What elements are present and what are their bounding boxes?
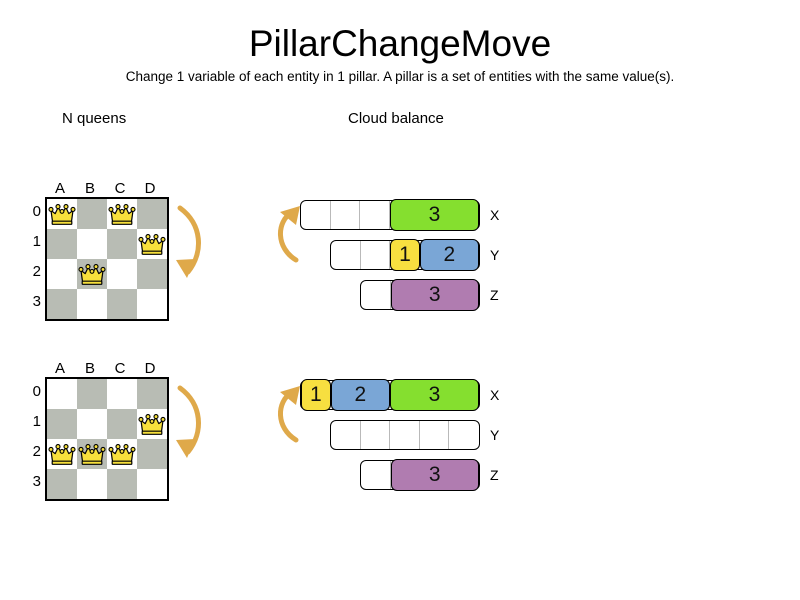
- board-cell[interactable]: [77, 409, 107, 439]
- nqueens-move-arrow-after: [168, 378, 218, 468]
- queen-icon: [48, 204, 76, 225]
- board-cell[interactable]: [107, 379, 137, 409]
- cloud-bar-empty-cell: [361, 461, 391, 489]
- board-row-header-0: 0: [32, 383, 41, 400]
- board-cell[interactable]: [47, 409, 77, 439]
- board-row-header-3: 3: [32, 473, 41, 490]
- board-cell[interactable]: [47, 229, 77, 259]
- board-cell[interactable]: [107, 289, 137, 319]
- board-cell[interactable]: [137, 259, 167, 289]
- cloud-process-block[interactable]: 1: [390, 239, 420, 271]
- board-cell[interactable]: [77, 229, 107, 259]
- queen-piece[interactable]: [107, 199, 137, 229]
- board-cell[interactable]: [107, 409, 137, 439]
- cloud-bar-label-x-before: X: [490, 207, 500, 223]
- cloud-bar-x-before[interactable]: 3: [300, 199, 480, 231]
- chessboard-after[interactable]: [45, 377, 169, 501]
- board-row-header-2: 2: [32, 443, 41, 460]
- queen-piece[interactable]: [77, 259, 107, 289]
- queen-icon: [108, 204, 136, 225]
- cloud-move-arrow-after: [270, 380, 314, 450]
- cloud-bar-empty-cell: [361, 241, 391, 269]
- cloud-bar-empty-cell: [361, 281, 391, 309]
- queen-piece[interactable]: [47, 439, 77, 469]
- board-cell[interactable]: [77, 379, 107, 409]
- cloud-process-block[interactable]: 3: [390, 199, 480, 231]
- queen-icon: [48, 444, 76, 465]
- cloud-bar-y-after[interactable]: [330, 420, 480, 450]
- board-row-header-0: 0: [32, 203, 41, 220]
- cloud-process-block[interactable]: 3: [390, 279, 479, 311]
- queen-icon: [78, 264, 106, 285]
- board-cell[interactable]: [47, 289, 77, 319]
- cloud-process-block[interactable]: 3: [390, 379, 479, 411]
- board-cell[interactable]: [137, 439, 167, 469]
- section-heading-cloud-balance: Cloud balance: [348, 110, 444, 127]
- board-cell[interactable]: [47, 469, 77, 499]
- board-column-header-c: C: [114, 180, 126, 197]
- board-column-header-b: B: [84, 360, 95, 377]
- board-cell[interactable]: [107, 259, 137, 289]
- board-cell[interactable]: [77, 289, 107, 319]
- queen-piece[interactable]: [137, 409, 167, 439]
- board-cell[interactable]: [77, 199, 107, 229]
- section-heading-nqueens: N queens: [62, 110, 127, 127]
- board-column-header-d: D: [144, 360, 156, 377]
- cloud-bar-label-y-after: Y: [490, 427, 500, 443]
- queen-icon: [138, 234, 166, 255]
- cloud-bar-label-z-before: Z: [490, 287, 499, 303]
- nqueens-move-arrow-before: [168, 198, 218, 288]
- queen-icon: [138, 414, 166, 435]
- board-cell[interactable]: [137, 469, 167, 499]
- board-column-header-c: C: [114, 360, 126, 377]
- cloud-process-block[interactable]: 2: [330, 379, 390, 411]
- cloud-process-block[interactable]: 2: [419, 239, 479, 271]
- cloud-bar-empty-cell: [331, 421, 361, 449]
- queen-piece[interactable]: [47, 199, 77, 229]
- queen-piece[interactable]: [77, 439, 107, 469]
- cloud-bar-empty-cell: [449, 421, 479, 449]
- cloud-bar-z-after[interactable]: 3: [360, 459, 480, 491]
- queen-piece[interactable]: [107, 439, 137, 469]
- queen-piece[interactable]: [137, 229, 167, 259]
- cloud-bar-empty-cell: [360, 201, 391, 229]
- board-row-header-1: 1: [32, 233, 41, 250]
- board-row-header-3: 3: [32, 293, 41, 310]
- board-cell[interactable]: [47, 259, 77, 289]
- cloud-bar-label-x-after: X: [490, 387, 500, 403]
- queen-icon: [78, 444, 106, 465]
- board-cell[interactable]: [107, 229, 137, 259]
- board-cell[interactable]: [137, 379, 167, 409]
- board-row-header-2: 2: [32, 263, 41, 280]
- board-row-header-1: 1: [32, 413, 41, 430]
- board-cell[interactable]: [137, 289, 167, 319]
- cloud-bar-empty-cell: [361, 421, 391, 449]
- cloud-bar-z-before[interactable]: 3: [360, 279, 480, 311]
- board-cell[interactable]: [47, 379, 77, 409]
- cloud-bar-empty-cell: [331, 241, 361, 269]
- board-column-header-a: A: [54, 360, 65, 377]
- board-column-header-b: B: [84, 180, 95, 197]
- cloud-bar-label-z-after: Z: [490, 467, 499, 483]
- cloud-process-block[interactable]: 3: [390, 459, 479, 491]
- cloud-move-arrow-before: [270, 200, 314, 270]
- cloud-process-block[interactable]: 1: [301, 379, 331, 411]
- board-cell[interactable]: [77, 469, 107, 499]
- board-cell[interactable]: [107, 469, 137, 499]
- queen-icon: [108, 444, 136, 465]
- cloud-bar-label-y-before: Y: [490, 247, 500, 263]
- chessboard-before[interactable]: [45, 197, 169, 321]
- board-column-header-a: A: [54, 180, 65, 197]
- cloud-bar-empty-cell: [420, 421, 450, 449]
- cloud-bar-empty-cell: [301, 201, 331, 229]
- board-cell[interactable]: [137, 199, 167, 229]
- cloud-bar-empty-cell: [390, 421, 420, 449]
- page-subtitle: Change 1 variable of each entity in 1 pi…: [125, 69, 675, 84]
- page-title: PillarChangeMove: [248, 23, 552, 64]
- cloud-bar-empty-cell: [331, 201, 361, 229]
- board-column-header-d: D: [144, 180, 156, 197]
